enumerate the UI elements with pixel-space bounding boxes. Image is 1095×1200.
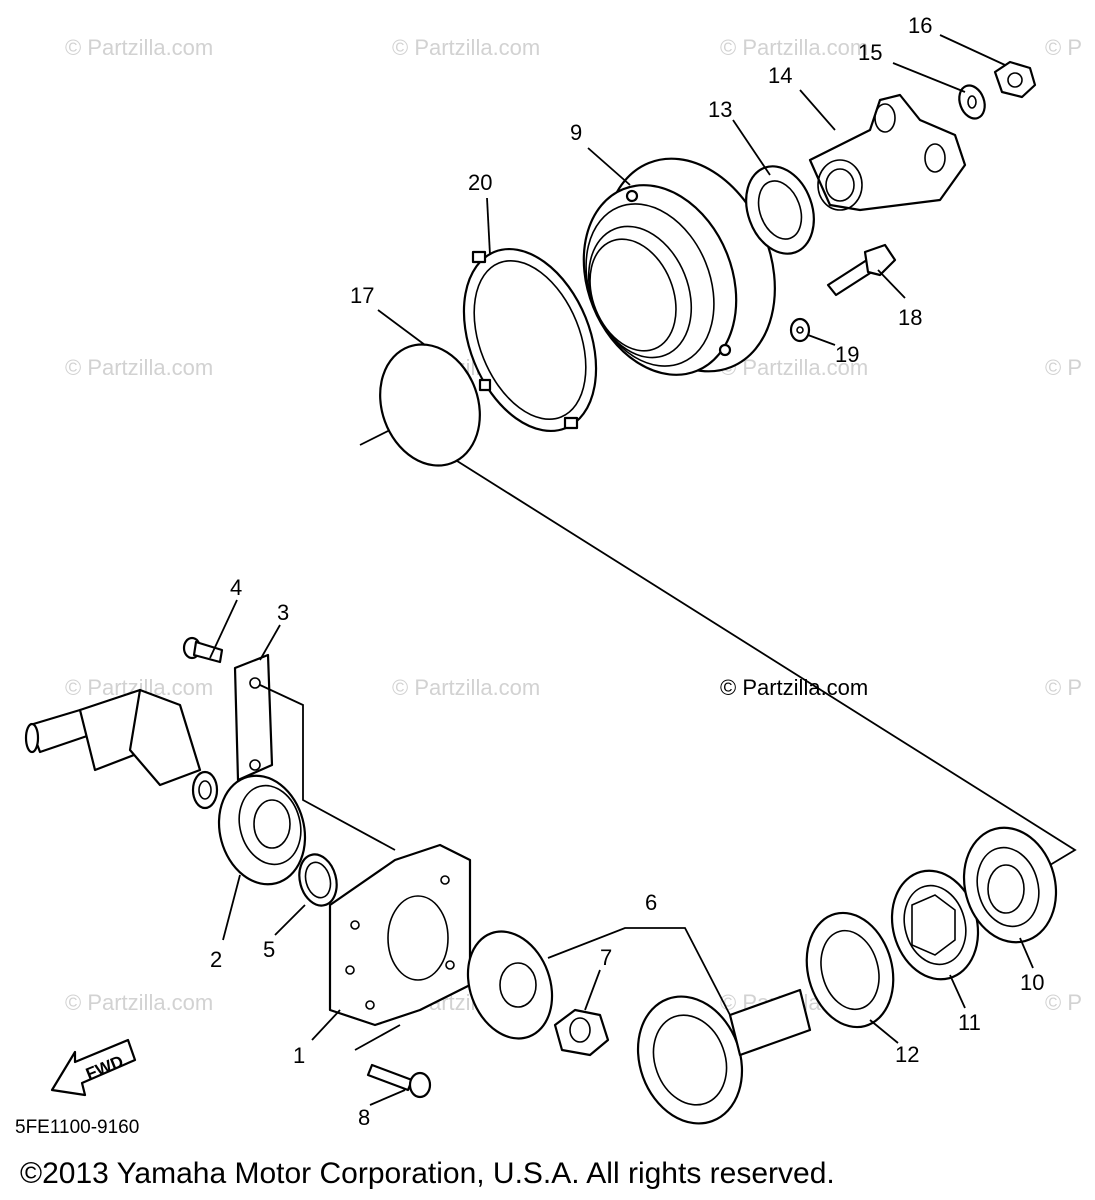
watermark: © Partzilla.com — [65, 355, 213, 380]
callout-17: 17 — [350, 283, 374, 308]
callout-numbers: 1 2 3 4 5 6 7 8 9 10 11 12 13 14 15 16 1… — [210, 13, 1044, 1130]
washer-15 — [958, 84, 986, 120]
callout-5: 5 — [263, 937, 275, 962]
watermark-edge: © P — [1045, 675, 1082, 700]
callout-16: 16 — [908, 13, 932, 38]
watermark: © Partzilla.com — [720, 35, 868, 60]
copyright-notice: ©2013 Yamaha Motor Corporation, U.S.A. A… — [20, 1157, 835, 1190]
callout-8: 8 — [358, 1105, 370, 1130]
shaft — [24, 688, 219, 810]
callout-12: 12 — [895, 1042, 919, 1067]
gasket-17 — [379, 343, 481, 467]
callout-2: 2 — [210, 947, 222, 972]
assembly-line — [359, 423, 1077, 869]
nut-7 — [553, 1008, 610, 1057]
bolt-18 — [826, 243, 897, 297]
gear-pair-6 — [466, 927, 812, 1125]
bolt-8 — [354, 1024, 432, 1099]
callout-9: 9 — [570, 120, 582, 145]
arrow-forward-icon: FWD — [50, 1038, 137, 1097]
callout-1: 1 — [293, 1043, 305, 1068]
nut-16 — [993, 60, 1037, 99]
callout-14: 14 — [768, 63, 792, 88]
bearing-2 — [217, 774, 307, 886]
watermark-edge: © P — [1045, 990, 1082, 1015]
watermark: © Partzilla.com — [65, 35, 213, 60]
callout-4: 4 — [230, 575, 242, 600]
watermark-center: © Partzilla.com — [720, 675, 868, 700]
callout-11: 11 — [958, 1010, 981, 1035]
callout-leaders — [209, 34, 1034, 1106]
watermark: © Partzilla.com — [392, 675, 540, 700]
callout-6: 6 — [645, 890, 657, 915]
watermark: © Partzilla.com — [65, 990, 213, 1015]
screw-4 — [182, 636, 224, 664]
callout-7: 7 — [600, 945, 612, 970]
callout-3: 3 — [277, 600, 289, 625]
callout-18: 18 — [898, 305, 922, 330]
diagram-code: 5FE1100-9160 — [15, 1117, 139, 1138]
watermark-edge: © P — [1045, 35, 1082, 60]
washer-19 — [789, 317, 811, 343]
yoke-14 — [808, 93, 967, 212]
o-ring-5 — [298, 853, 338, 907]
callout-20: 20 — [468, 170, 492, 195]
watermark: © Partzilla.com — [392, 35, 540, 60]
callout-19: 19 — [835, 342, 859, 367]
watermark-edge: © P — [1045, 355, 1082, 380]
callout-10: 10 — [1020, 970, 1044, 995]
callout-15: 15 — [858, 40, 882, 65]
bearing-10 — [962, 826, 1058, 944]
bearing-housing-9 — [582, 157, 776, 376]
shim-20 — [462, 247, 598, 433]
plate-3 — [233, 653, 396, 851]
callout-13: 13 — [708, 97, 732, 122]
bearing-12 — [805, 911, 895, 1029]
